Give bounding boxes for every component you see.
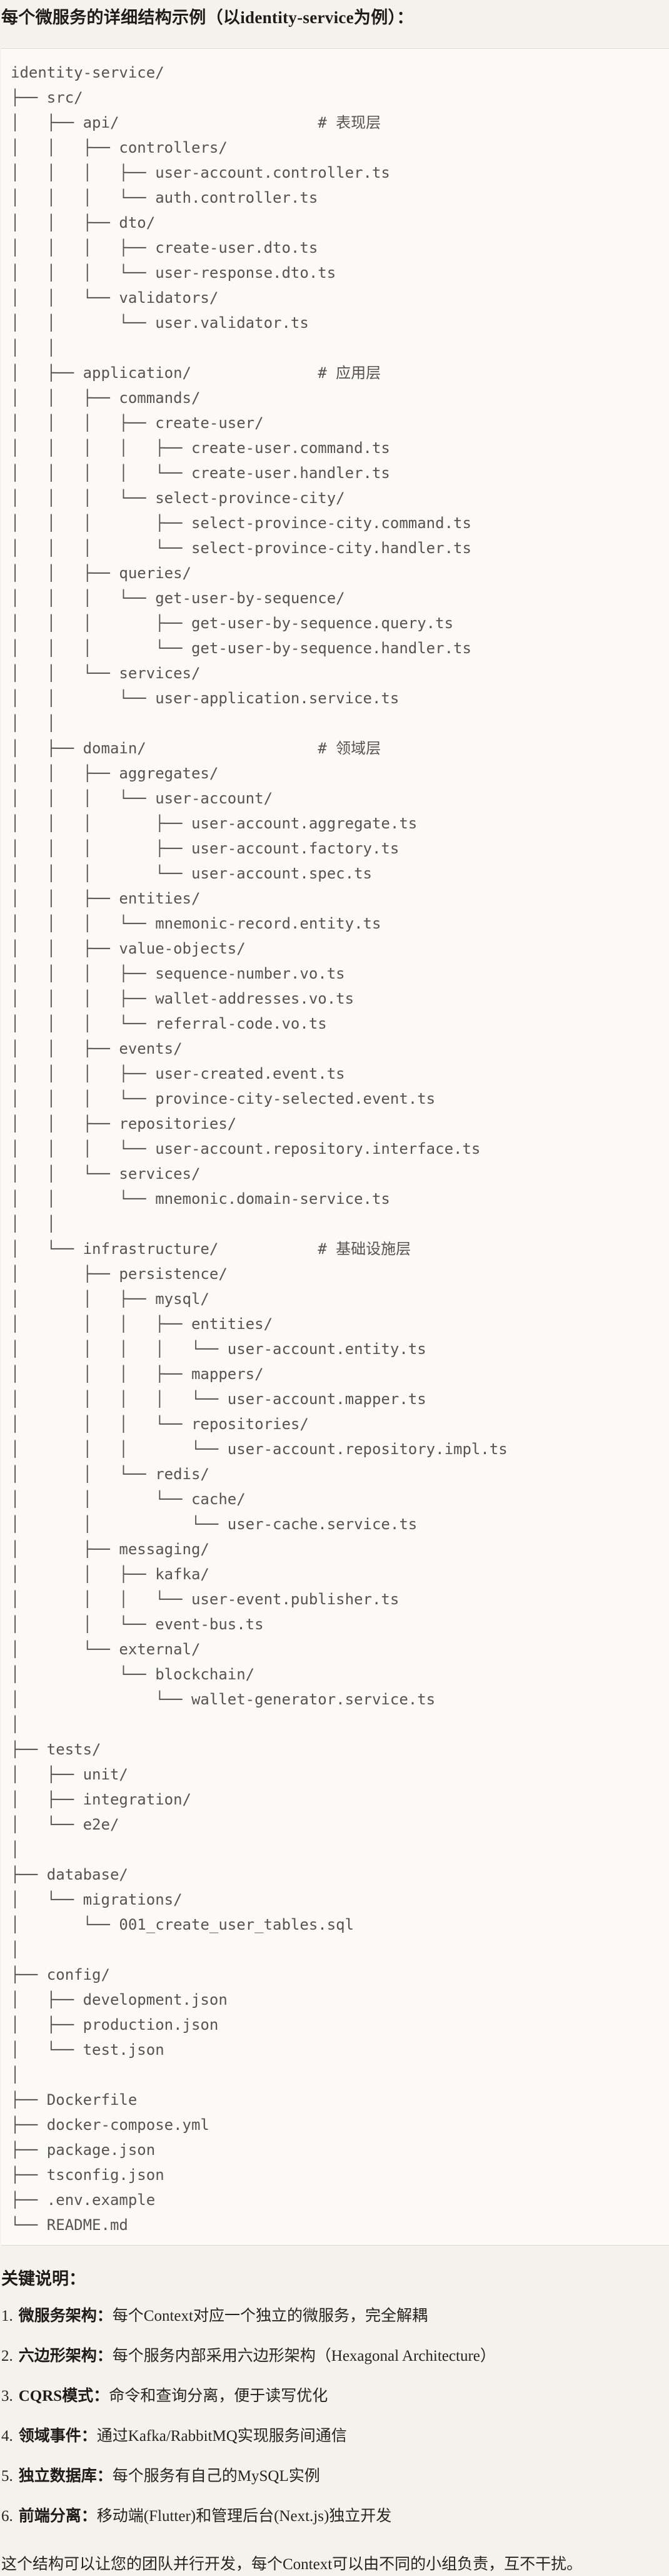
list-item: 3. CQRS模式：命令和查询分离，便于读写优化 [1,2386,669,2406]
list-item-separator: ： [93,2388,109,2405]
list-item-description: 每个服务有自己的MySQL实例 [112,2468,320,2485]
key-notes-heading: 关键说明： [1,2269,86,2288]
list-item-term: 前端分离 [18,2508,81,2525]
list-item-number: 2. [1,2348,13,2365]
page-title: 每个微服务的详细结构示例（以identity-service为例）： [1,8,414,27]
key-notes-list: 1.微服务架构：每个Context对应一个独立的微服务，完全解耦 2.六边形架构… [1,2306,669,2527]
list-item-number: 6. [1,2508,13,2525]
list-item: 2. 六边形架构：每个服务内部采用六边形架构（Hexagonal Architec… [1,2346,669,2366]
directory-tree: identity-service/ ├── src/ │ ├── api/ # … [11,64,508,2234]
list-item-number: 5. [1,2468,13,2485]
list-item-separator: ： [96,2348,113,2365]
list-item-separator: ： [96,2308,113,2324]
list-item-number: 1. [1,2308,13,2324]
closing-paragraph: 这个结构可以让您的团队并行开发，每个Context可以由不同的小组负责，互不干扰… [1,2556,583,2573]
list-item-term: 独立数据库 [18,2468,97,2485]
list-item-description: 每个服务内部采用六边形架构（Hexagonal Architecture） [112,2348,496,2365]
list-item-separator: ： [81,2428,97,2445]
list-item: 4. 领域事件：通过Kafka/RabbitMQ实现服务间通信 [1,2426,669,2446]
list-item-term: 领域事件 [18,2428,81,2445]
list-item-term: 微服务架构 [18,2308,97,2324]
list-item-description: 通过Kafka/RabbitMQ实现服务间通信 [96,2428,347,2445]
list-item: 5. 独立数据库：每个服务有自己的MySQL实例 [1,2466,669,2487]
list-item-description: 每个Context对应一个独立的微服务，完全解耦 [112,2308,428,2324]
list-item-number: 3. [1,2388,13,2405]
list-item-description: 命令和查询分离，便于读写优化 [109,2388,328,2405]
list-item-term: CQRS模式 [18,2388,94,2405]
list-item-term: 六边形架构 [18,2348,97,2365]
list-item-separator: ： [96,2468,113,2485]
list-item-number: 4. [1,2428,13,2445]
list-item-separator: ： [81,2508,97,2525]
list-item-description: 移动端(Flutter)和管理后台(Next.js)独立开发 [96,2508,392,2525]
list-item: 1. 微服务架构：每个Context对应一个独立的微服务，完全解耦 [1,2306,669,2326]
code-block: identity-service/ ├── src/ │ ├── api/ # … [1,48,669,2246]
list-item: 6. 前端分离：移动端(Flutter)和管理后台(Next.js)独立开发 [1,2506,669,2527]
